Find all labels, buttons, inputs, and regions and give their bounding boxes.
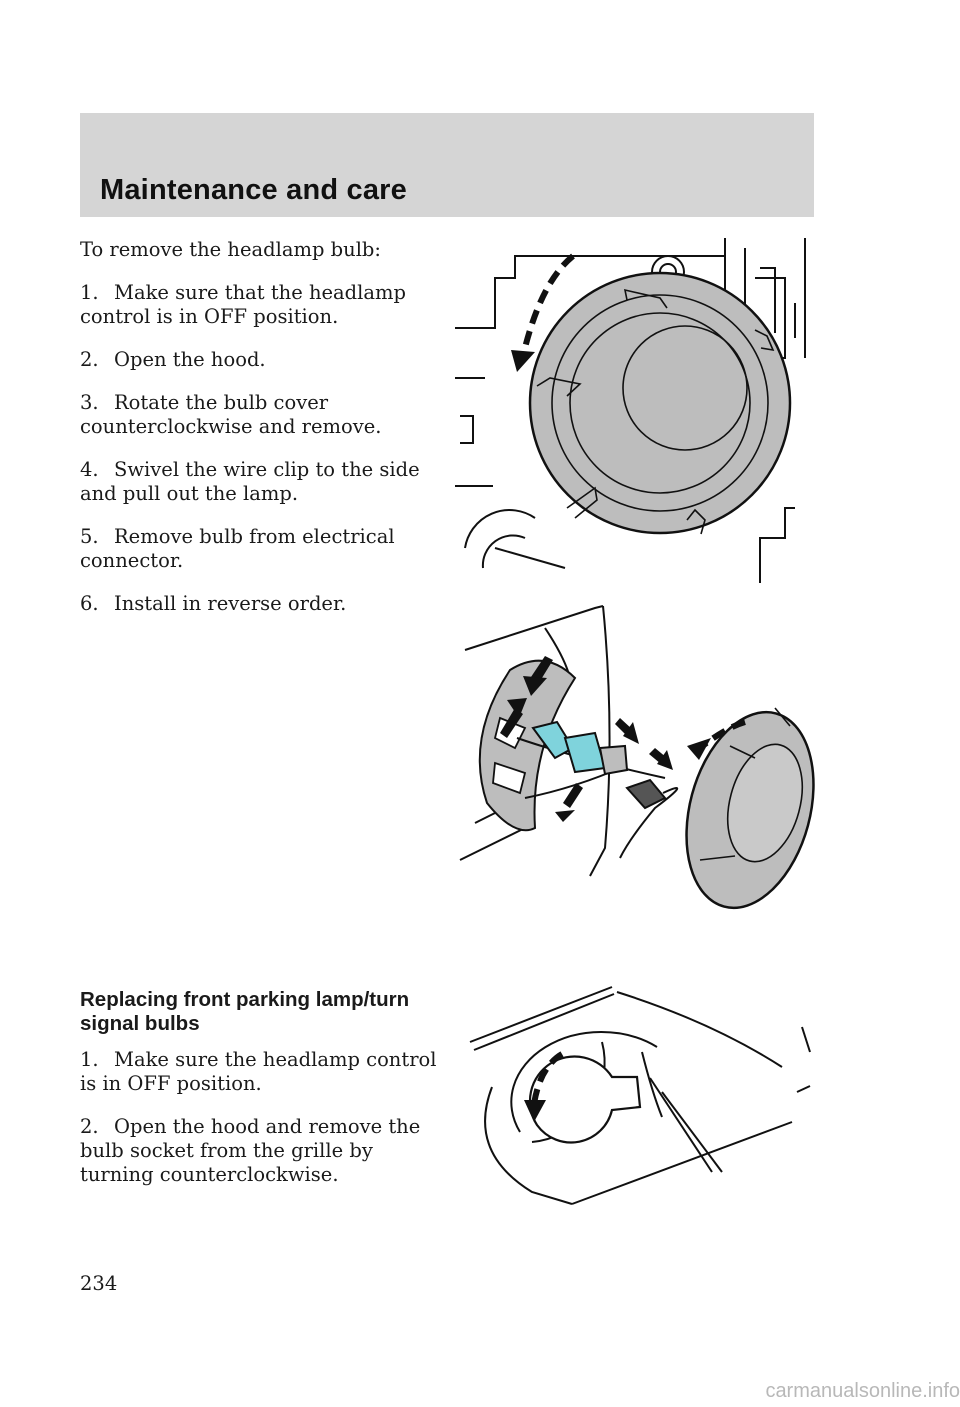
section-heading: Replacing front parking lamp/turn signal…	[80, 988, 410, 1035]
header-band	[80, 113, 814, 217]
intro-text: To remove the headlamp bulb:	[80, 238, 381, 261]
page-title: Maintenance and care	[100, 174, 407, 206]
page-number: 234	[80, 1272, 118, 1295]
step-4: 4.Swivel the wire clip to the side and p…	[80, 458, 420, 505]
section-parking-lamp: Replacing front parking lamp/turn signal…	[80, 988, 440, 1206]
section-headlamp-removal: To remove the headlamp bulb: 1.Make sure…	[80, 238, 440, 635]
step-1: 1.Make sure the headlamp control is in O…	[80, 1048, 437, 1095]
step-3: 3.Rotate the bulb cover counterclockwise…	[80, 391, 382, 438]
footer-watermark: carmanualsonline.info	[765, 1380, 960, 1402]
parking-lamp-socket-illustration	[469, 986, 811, 1205]
bulb-cover-illustration	[455, 238, 806, 583]
step-2: 2.Open the hood and remove the bulb sock…	[80, 1115, 421, 1186]
step-5: 5.Remove bulb from electrical connector.	[80, 525, 395, 572]
step-2: 2.Open the hood.	[80, 348, 266, 371]
step-6: 6.Install in reverse order.	[80, 592, 347, 615]
step-1: 1.Make sure that the headlamp control is…	[80, 281, 407, 328]
bulb-removal-illustration	[459, 605, 815, 910]
